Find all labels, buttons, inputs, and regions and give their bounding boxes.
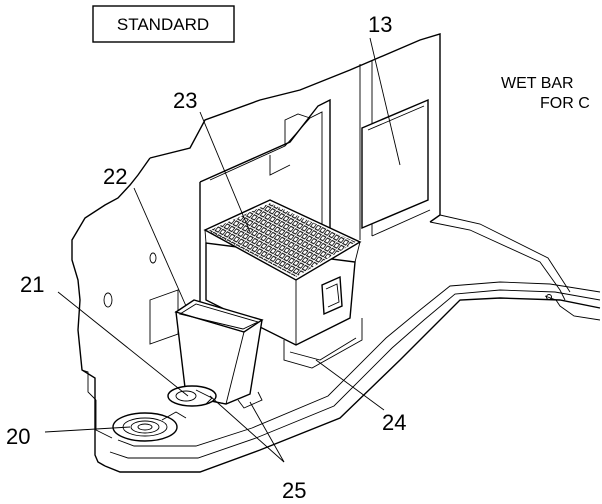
base-tray	[95, 214, 601, 473]
standard-tag: STANDARD	[92, 5, 235, 43]
callout-23: 23	[173, 88, 197, 113]
standard-tag-text: STANDARD	[117, 15, 209, 34]
drain-21	[167, 385, 217, 407]
callout-13: 13	[368, 12, 392, 37]
callout-20: 20	[6, 424, 30, 449]
leader-lines	[44, 37, 401, 463]
wet-bar-note: WET BAR FOR C	[501, 75, 590, 112]
callout-24: 24	[382, 410, 406, 435]
cup-22	[174, 299, 264, 409]
wet-bar-note-line2: FOR C	[540, 95, 590, 112]
callouts: 13 20 21 22 23 24 25	[6, 12, 406, 503]
basket-grid	[208, 203, 356, 277]
drain-20	[112, 411, 187, 442]
callout-22: 22	[103, 164, 127, 189]
wet-bar-note-line1: WET BAR	[501, 75, 574, 92]
panel-13	[361, 98, 429, 230]
callout-25: 25	[282, 478, 306, 503]
callout-21: 21	[20, 272, 44, 297]
